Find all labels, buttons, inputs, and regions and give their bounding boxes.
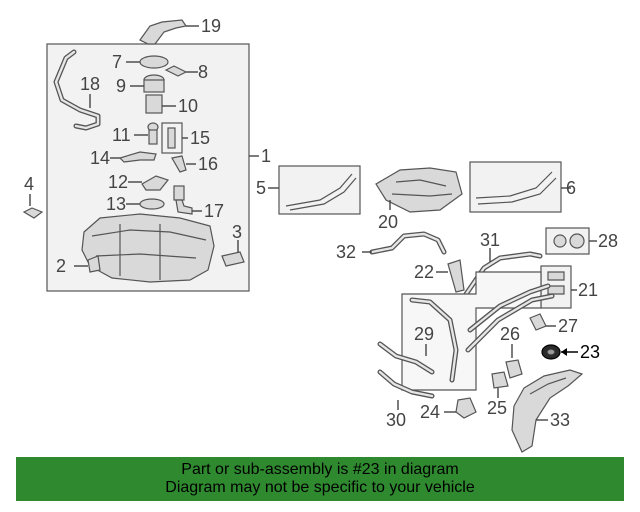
part-5-strap-box <box>268 165 361 215</box>
label-17: 17 <box>204 201 224 221</box>
part-11-filter <box>134 122 159 145</box>
part-22-bracket <box>436 259 465 293</box>
part-32-hose <box>362 231 447 255</box>
label-33: 33 <box>550 410 570 430</box>
label-25: 25 <box>487 398 507 418</box>
label-29: 29 <box>414 324 434 344</box>
part-25-valve <box>491 371 509 398</box>
part-8-fitting <box>164 65 198 77</box>
label-10: 10 <box>178 96 198 116</box>
label-27: 27 <box>558 316 578 336</box>
part-28-cap-box <box>545 227 597 255</box>
part-14-arm <box>110 151 157 163</box>
part-20-heat-shield <box>375 167 463 213</box>
label-7: 7 <box>112 52 122 72</box>
label-12: 12 <box>108 172 128 192</box>
label-13: 13 <box>106 194 126 214</box>
label-5: 5 <box>256 178 266 198</box>
part-29-hose <box>377 341 435 375</box>
part-17-unit <box>173 185 202 215</box>
label-15: 15 <box>190 128 210 148</box>
part-19-bracket <box>139 19 199 45</box>
filler-pipe-box <box>401 271 555 391</box>
part-9-pump-top <box>130 74 165 93</box>
part-7-ring <box>126 55 169 69</box>
part-23-grommet-highlighted <box>541 344 578 360</box>
label-14: 14 <box>90 148 110 168</box>
label-9: 9 <box>116 76 126 96</box>
label-6: 6 <box>566 178 576 198</box>
label-16: 16 <box>198 154 218 174</box>
label-23-highlighted: 23 <box>580 342 600 362</box>
part-12-bracket <box>128 175 170 191</box>
label-21: 21 <box>578 280 598 300</box>
label-24: 24 <box>420 402 440 422</box>
part-4-pad <box>22 194 44 219</box>
part-13-gasket <box>126 198 165 210</box>
label-2: 2 <box>56 256 66 276</box>
part-30-hose <box>377 369 435 410</box>
label-22: 22 <box>414 262 434 282</box>
part-26-valve <box>505 344 523 379</box>
label-18: 18 <box>80 74 100 94</box>
part-27-clip <box>529 313 556 331</box>
fuel-tank <box>81 213 215 283</box>
label-31: 31 <box>480 230 500 250</box>
label-1: 1 <box>261 146 271 166</box>
label-30: 30 <box>386 410 406 430</box>
label-4: 4 <box>24 174 34 194</box>
part-6-strap-box <box>469 161 571 213</box>
part-33-liner <box>511 369 584 453</box>
banner-line-1: Part or sub-assembly is #23 in diagram <box>181 461 459 478</box>
label-8: 8 <box>198 62 208 82</box>
label-11: 11 <box>112 125 131 145</box>
banner-line-2: Diagram may not be specific to your vehi… <box>165 479 475 496</box>
part-16-sender <box>171 155 196 173</box>
part-18-hose <box>53 49 101 131</box>
part-10-pump-body <box>145 94 176 114</box>
label-32: 32 <box>336 242 356 262</box>
part-3-protector <box>221 240 245 267</box>
part-24-bracket <box>444 397 477 419</box>
part-2-clip <box>74 255 101 273</box>
part-15-kit-box <box>161 122 188 154</box>
label-19: 19 <box>201 16 221 36</box>
info-banner: Part or sub-assembly is #23 in diagram D… <box>16 457 624 501</box>
label-3: 3 <box>232 222 242 242</box>
label-20: 20 <box>378 212 398 232</box>
label-28: 28 <box>598 231 618 251</box>
label-26: 26 <box>500 324 520 344</box>
